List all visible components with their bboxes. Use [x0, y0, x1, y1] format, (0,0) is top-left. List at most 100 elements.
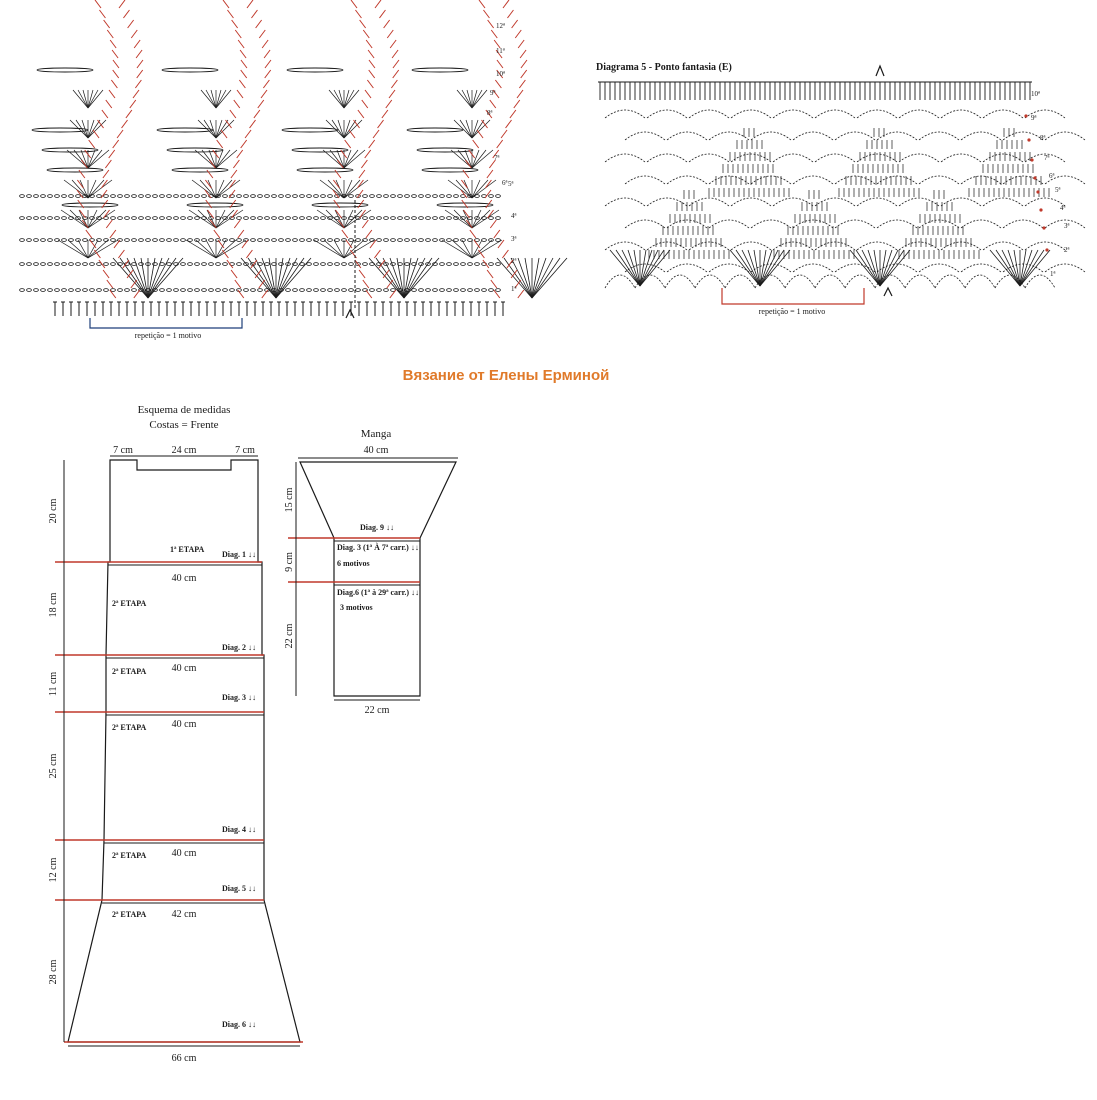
red-stitch [209, 219, 217, 229]
red-stitch [206, 169, 214, 179]
fan-stitch [759, 249, 767, 287]
chain [285, 194, 291, 198]
red-stitch [230, 169, 238, 179]
diagram-ref: Diag. 2 ↓↓ [222, 643, 256, 652]
red-stitch [112, 59, 120, 69]
chain [383, 262, 389, 266]
chain-arch [792, 175, 834, 185]
red-stitch [462, 169, 470, 179]
fan-stitch [759, 249, 791, 287]
fan-stitch [1001, 249, 1021, 287]
red-stitch [258, 279, 266, 289]
red-stitch [487, 19, 495, 29]
chain [82, 238, 88, 242]
chain [243, 262, 249, 266]
cluster [63, 179, 89, 199]
chain-loop [436, 202, 494, 208]
fan-stitch [1019, 249, 1033, 287]
chain-arch [694, 274, 726, 289]
red-stitch [123, 9, 130, 19]
chain-loop [421, 167, 479, 173]
cluster [343, 89, 360, 109]
chain-arch [940, 197, 982, 207]
red-stitch [246, 0, 254, 9]
chain [229, 238, 235, 242]
chain-arch [708, 175, 750, 185]
chain [488, 216, 494, 220]
chain [180, 216, 186, 220]
red-stitch [111, 49, 119, 59]
chain [201, 262, 207, 266]
red-marker [1030, 158, 1034, 162]
chain [61, 262, 67, 266]
chain [264, 238, 270, 242]
cluster [67, 239, 89, 259]
fan-stitch [140, 257, 149, 299]
chain-arch [708, 263, 750, 273]
red-stitch [468, 149, 476, 159]
red-stitch [205, 179, 212, 189]
chain [418, 288, 424, 292]
chain [411, 238, 417, 242]
chain [355, 216, 361, 220]
cluster [72, 89, 89, 109]
red-stitch [233, 219, 241, 229]
chain [439, 288, 445, 292]
cluster [343, 239, 355, 259]
chain [278, 194, 284, 198]
chain [243, 288, 249, 292]
fan-stitch [759, 249, 785, 287]
red-stitch [368, 59, 376, 69]
chain [257, 194, 263, 198]
row-label: 8ª [487, 109, 493, 117]
red-stitch [514, 29, 522, 39]
red-stitch [88, 139, 96, 149]
chain-arch [982, 153, 1024, 163]
chain-arch [730, 197, 772, 207]
chain [348, 238, 354, 242]
stage-label: 2ª ETAPA [112, 723, 147, 732]
red-stitch [97, 119, 104, 129]
chain [271, 216, 277, 220]
chain [495, 194, 501, 198]
chain [439, 194, 445, 198]
red-stitch [133, 39, 141, 49]
red-stitch [341, 229, 349, 239]
repeat-label: repetição = 1 motivo [759, 307, 826, 316]
red-stitch [464, 159, 472, 169]
chain [285, 288, 291, 292]
stage-label: 2ª ETAPA [112, 910, 147, 919]
red-stitch [365, 39, 373, 49]
cluster [323, 239, 345, 259]
chain [390, 194, 396, 198]
chain-arch [940, 153, 982, 163]
chain-arch [688, 197, 730, 207]
red-stitch [112, 69, 120, 79]
chain-loop [36, 67, 94, 73]
chain [103, 288, 109, 292]
chain [33, 262, 39, 266]
red-stitch [357, 199, 365, 209]
red-stitch [84, 149, 92, 159]
height-label: 9 cm [284, 552, 295, 572]
chain [425, 262, 431, 266]
chain [26, 238, 32, 242]
chain [96, 288, 102, 292]
fan-stitch [639, 249, 647, 287]
chain [313, 288, 319, 292]
cluster [197, 209, 217, 229]
red-stitch [236, 149, 244, 159]
chain [215, 288, 221, 292]
chain-arch [834, 175, 876, 185]
chain-arch [940, 109, 982, 119]
left-chart-symbols [19, 0, 568, 316]
chain [47, 216, 53, 220]
cluster [195, 239, 217, 259]
red-stitch [135, 49, 143, 59]
fan-stitch [275, 257, 284, 299]
cluster [215, 179, 233, 199]
chain-arch [856, 153, 898, 163]
red-stitch [333, 199, 341, 209]
chain-arch [834, 263, 876, 273]
red-marker [1045, 248, 1049, 252]
